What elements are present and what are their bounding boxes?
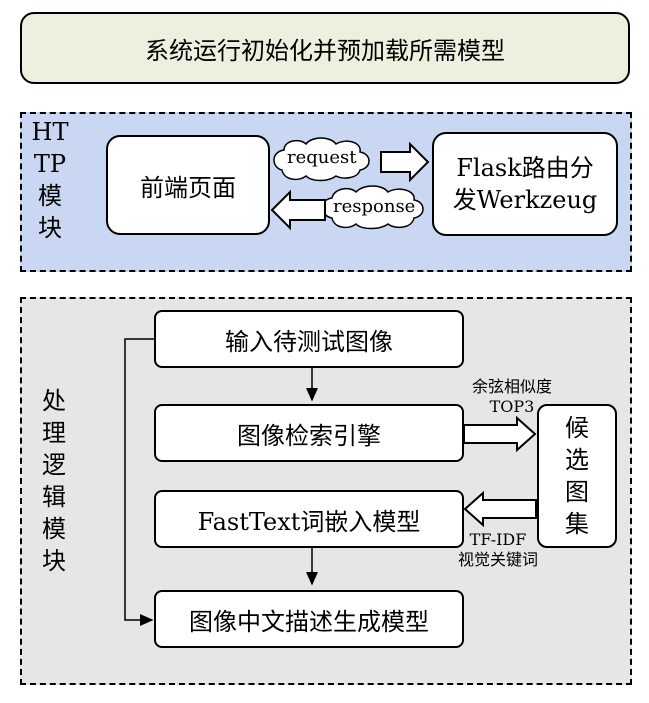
http-module-label: HT TP 模 块 [31,118,69,242]
init-banner-text: 系统运行初始化并预加载所需模型 [145,36,505,65]
caption-model-box: 图像中文描述生成模型 [154,590,464,648]
fasttext-embedding-box: FastText词嵌入模型 [154,490,464,548]
candidate-to-embed-arrow [463,490,537,528]
candidate-set-box: 候 选 图 集 [537,404,617,548]
logic-module-label: 处 理 逻 辑 模 块 [42,387,66,575]
flask-router-box: Flask路由分 发Werkzeug [432,132,618,236]
response-label: response [333,196,416,217]
response-arrow [270,189,326,231]
frontend-page-box: 前端页面 [106,135,270,235]
input-test-image-box: 输入待测试图像 [154,310,464,368]
request-cloud [273,137,370,182]
tfidf-keywords-label: TF-IDF 视觉关键词 [457,530,538,569]
request-arrow [380,141,430,183]
response-cloud [321,185,424,230]
image-search-engine-box: 图像检索引擎 [154,404,464,462]
input-bypass-line [124,338,154,626]
request-label: request [287,147,357,168]
cosine-top3-label: 余弦相似度 TOP3 [471,377,552,416]
init-banner: 系统运行初始化并预加载所需模型 [20,12,630,84]
search-to-candidate-arrow [463,415,537,453]
